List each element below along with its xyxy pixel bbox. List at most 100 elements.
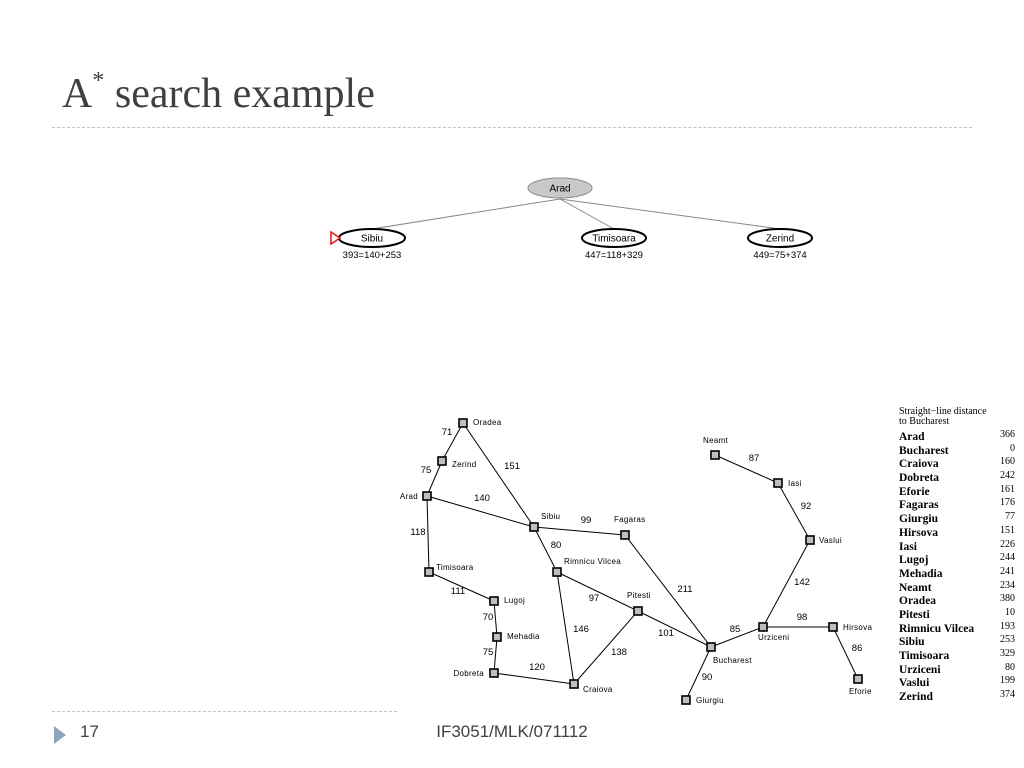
sld-distance-value: 161	[1000, 483, 1015, 495]
city-node-rimnicu	[552, 567, 562, 577]
road-hirsova-eforie	[832, 626, 859, 680]
tree-edge	[371, 198, 561, 230]
road-distance-label: 99	[581, 515, 592, 526]
footer-divider	[52, 711, 397, 712]
sld-city: Bucharest	[899, 444, 949, 457]
sld-distance-value: 176	[1000, 497, 1015, 509]
footer-text: IF3051/MLK/071112	[436, 722, 588, 741]
sld-distance-value: 241	[1000, 565, 1015, 577]
sld-row: Rimnicu Vilcea 193	[899, 619, 1024, 635]
footer-bullet-icon	[54, 726, 66, 744]
city-label-zerind: Zerind	[452, 460, 476, 469]
sld-row: Dobreta 242	[899, 468, 1024, 485]
city-node-craiova	[569, 679, 579, 689]
tree-node-zerind: Zerind 449=75+374	[747, 228, 813, 261]
city-label-rimnicu: Rimnicu Vilcea	[564, 557, 621, 566]
tree-node-f-value: 393=140+253	[343, 250, 402, 261]
sld-distance-value: 374	[1000, 689, 1015, 701]
sld-city: Timisoara	[899, 650, 950, 662]
sld-city: Dobreta	[899, 472, 940, 485]
sld-row: Fagaras 176	[899, 495, 1024, 512]
sld-city: Lugoj	[899, 554, 929, 567]
city-node-dobreta	[489, 668, 499, 678]
road-zerind-arad	[426, 460, 443, 497]
city-label-oradea: Oradea	[473, 418, 502, 427]
road-distance-label: 98	[797, 612, 808, 623]
sld-city: Pitesti	[899, 608, 930, 621]
city-node-fagaras	[620, 530, 630, 540]
road-oradea-sibiu	[462, 422, 535, 528]
road-timisoara-lugoj	[428, 571, 495, 602]
sld-city: Mehadia	[899, 567, 943, 580]
sld-city: Neamt	[899, 581, 932, 594]
sld-city: Rimnicu Vilcea	[899, 622, 975, 635]
city-label-sibiu: Sibiu	[541, 512, 560, 521]
sld-distance-value: 366	[1000, 429, 1015, 440]
road-bucharest-giurgiu	[685, 646, 712, 701]
sld-distance-value: 199	[1000, 675, 1015, 687]
sld-row: Mehadia 241	[899, 564, 1024, 580]
city-label-neamt: Neamt	[703, 436, 729, 445]
sld-distance-value: 80	[1005, 661, 1015, 673]
title-rest: search example	[104, 71, 375, 117]
road-distance-label: 97	[589, 593, 600, 604]
city-label-giurgiu: Giurgiu	[696, 696, 724, 705]
city-label-bucharest: Bucharest	[713, 656, 752, 665]
sld-distance-value: 160	[1000, 456, 1015, 468]
sld-city: Fagaras	[899, 499, 939, 512]
city-label-craiova: Craiova	[583, 685, 613, 694]
sld-city: Giurgiu	[899, 513, 938, 526]
road-distance-label: 118	[410, 527, 425, 538]
city-label-arad: Arad	[400, 492, 418, 501]
road-vaslui-iasi	[777, 482, 811, 541]
tree-edge	[559, 198, 781, 230]
road-sibiu-rimnicu	[533, 526, 558, 573]
city-node-arad	[422, 491, 432, 501]
city-node-urziceni	[758, 622, 768, 632]
tree-edge	[559, 198, 615, 230]
road-distance-label: 86	[852, 643, 863, 654]
sld-distance-value: 242	[1000, 470, 1015, 482]
city-label-urziceni: Urziceni	[758, 633, 789, 642]
city-node-pitesti	[633, 606, 643, 616]
sld-distance-value: 226	[1000, 538, 1015, 550]
city-label-dobreta: Dobreta	[453, 669, 484, 678]
road-urziceni-vaslui	[762, 539, 811, 628]
road-distance-label: 120	[529, 662, 545, 673]
road-distance-label: 87	[749, 453, 760, 464]
city-label-hirsova: Hirsova	[843, 623, 872, 632]
road-dobreta-craiova	[493, 672, 575, 685]
sld-distance-value: 193	[1000, 620, 1015, 632]
road-oradea-zerind	[441, 422, 464, 462]
road-distance-label: 75	[421, 465, 432, 476]
tree-node-f-value: 449=75+374	[753, 250, 806, 261]
sld-city: Oradea	[899, 595, 937, 608]
road-lugoj-mehadia	[493, 600, 498, 638]
sld-distance-value: 234	[1000, 579, 1015, 591]
map-roads	[426, 422, 859, 701]
city-node-eforie	[853, 674, 863, 684]
expansion-marker-icon	[330, 230, 342, 246]
title-superscript: *	[92, 68, 105, 94]
sld-distance-value: 151	[1000, 524, 1015, 536]
tree-node-label: Timisoara	[592, 234, 636, 245]
city-label-fagaras: Fagaras	[614, 515, 645, 524]
city-label-pitesti: Pitesti	[627, 591, 651, 600]
sld-row: Neamt 234	[899, 578, 1024, 594]
page-number: 17	[80, 722, 99, 741]
straight-line-distance-table: Straight−line distance to Bucharest Arad…	[899, 407, 1024, 704]
city-node-neamt	[710, 450, 720, 460]
city-node-zerind	[437, 456, 447, 466]
tree-node-root-label: Arad	[549, 184, 570, 195]
road-distance-label: 101	[658, 628, 674, 639]
sld-city: Hirsova	[899, 526, 938, 539]
